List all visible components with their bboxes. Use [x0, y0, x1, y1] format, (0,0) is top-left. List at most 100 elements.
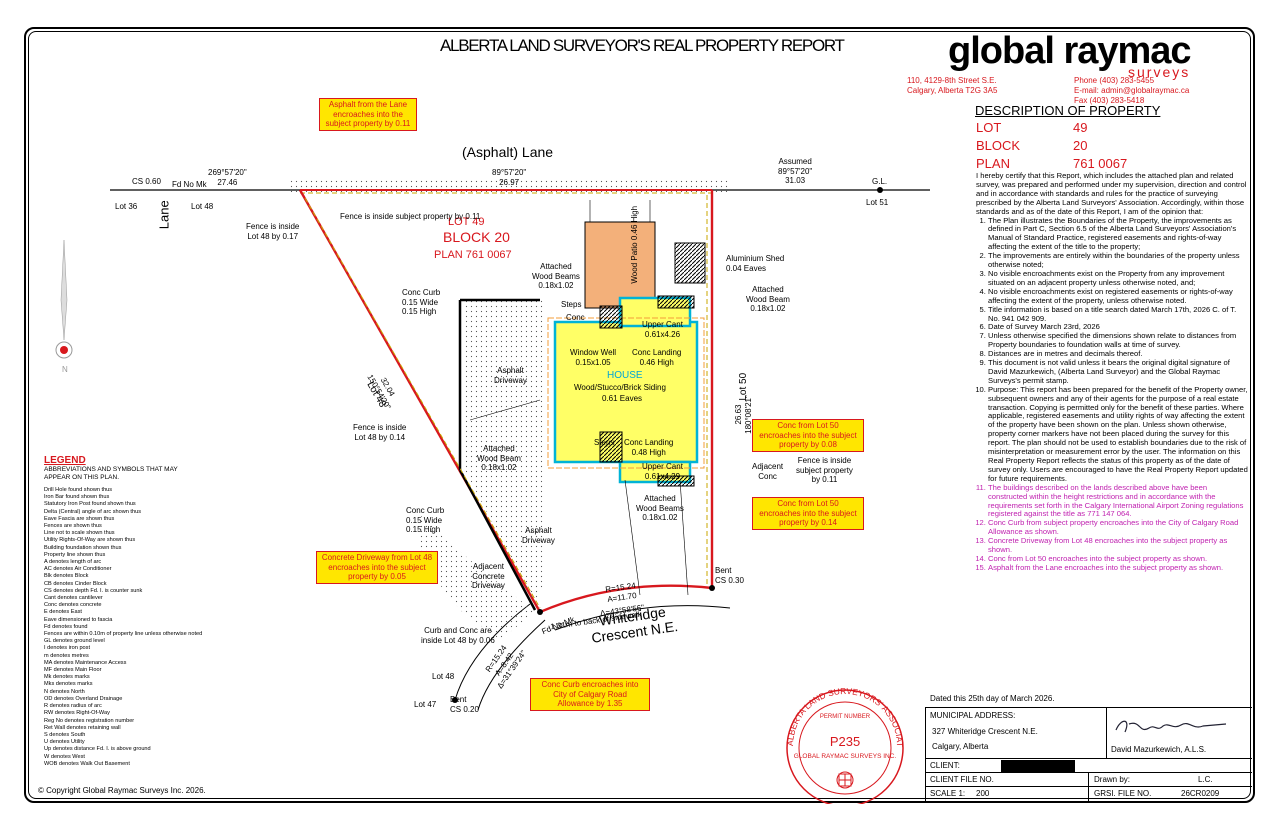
address-line-1: 327 Whiteridge Crescent N.E. [932, 727, 1038, 736]
legend-item: A denotes length of arc [44, 559, 102, 566]
page-frame [24, 27, 1255, 803]
legend-item: Property line shown thus [44, 551, 106, 558]
legend-item: Delta (Central) angle of arc shown thus [44, 508, 142, 515]
company-logo-sub: surveys [1128, 64, 1191, 80]
municipal-label: MUNICIPAL ADDRESS: [930, 711, 1016, 720]
legend-item: Line not to scale shown thus [44, 530, 115, 537]
callout-lot50-b: Conc from Lot 50 encroaches into the sub… [752, 497, 864, 530]
dated-line: Dated this 25th day of March 2026. [930, 694, 1055, 703]
fence-note-2: Fence is inside subject property by 0.11 [340, 212, 481, 221]
callout-lot48: Concrete Driveway from Lot 48 encroaches… [316, 551, 438, 584]
certificate-item: Purpose: This report has been prepared f… [988, 385, 1248, 484]
patio-label: Wood Patio 0.46 High [630, 205, 640, 284]
legend: LEGEND ABBREVIATIONS AND SYMBOLS THAT MA… [44, 455, 284, 768]
legend-item: Mk denotes marks [44, 674, 90, 681]
aluminium-shed [674, 242, 706, 284]
lot49-label: LOT 49 [448, 216, 485, 228]
stamp-number: P235 [830, 734, 860, 749]
report-title: ALBERTA LAND SURVEYOR'S REAL PROPERTY RE… [440, 36, 845, 55]
legend-item: Eave Fascia are shown thus [44, 515, 115, 522]
certificate-item: The Plan illustrates the Boundaries of t… [988, 216, 1248, 253]
certificate-note: Concrete Driveway from Lot 48 encroaches… [988, 536, 1248, 555]
legend-item: WOB denotes Walk Out Basement [44, 760, 130, 767]
gl-label: G.L. [872, 177, 888, 186]
company-address: 110, 4129-8th Street S.E.Calgary, Albert… [907, 76, 998, 95]
legend-item: Up denotes distance Fd. I. is above grou… [44, 746, 151, 753]
client-label: CLIENT: [930, 761, 960, 770]
certificate-item: No visible encroachments exist on the Pr… [988, 269, 1248, 288]
address-line-2: Calgary, Alberta [932, 742, 989, 751]
legend-item: AC denotes Air Conditioner [44, 566, 112, 573]
house-eaves: 0.61 Eaves [602, 394, 643, 403]
legend-item: Cant denotes cantilever [44, 595, 103, 602]
legend-item: Ret Wall denotes retaining wall [44, 724, 121, 731]
grsi-label: GRSI. FILE NO. [1094, 789, 1152, 798]
lane-vertical: Lane [156, 200, 172, 230]
scale-value: 200 [976, 789, 990, 798]
legend-item: MF denotes Main Floor [44, 667, 102, 674]
steps-1: Steps [561, 300, 582, 309]
legend-item: Drill Hole found shown thus [44, 487, 113, 493]
legend-item: S denotes South [44, 731, 86, 738]
legend-item: Utility Rights-Of-Way are shown thus [44, 537, 136, 544]
certificate-note: Conc Curb from subject property encroach… [988, 518, 1248, 537]
certificate-item: Date of Survey March 23rd, 2026 [988, 323, 1248, 332]
callout-lane: Asphalt from the Lane encroaches into th… [319, 98, 417, 131]
scale-label: SCALE 1: [930, 789, 966, 798]
surveyor-name: David Mazurkewich, A.L.S. [1111, 745, 1207, 754]
legend-item: RW denotes Right-Of-Way [44, 710, 110, 717]
fd-no-mk: Fd No Mk [172, 180, 207, 189]
lot-label: LOT [976, 120, 1002, 135]
legend-item: Fences are shown thus [44, 523, 102, 530]
client-file-label: CLIENT FILE NO. [930, 775, 994, 784]
legend-item: CB denotes Cinder Block [44, 580, 107, 587]
callout-lot50-a: Conc from Lot 50 encroaches into the sub… [752, 419, 864, 452]
stamp-company: GLOBAL RAYMAC SURVEYS INC. [794, 753, 897, 760]
front-arc [539, 584, 713, 614]
title-block: MUNICIPAL ADDRESS: 327 Whiteridge Cresce… [925, 707, 1252, 801]
page-frame-inner [28, 31, 1251, 799]
lot47-label: Lot 47 [414, 700, 437, 709]
description-title: DESCRIPTION OF PROPERTY [975, 103, 1161, 118]
block-value: 20 [1073, 138, 1088, 153]
house-label: HOUSE [607, 370, 643, 381]
legend-item: I denotes iron post [44, 645, 91, 652]
legend-item: Statutory Iron Post found shown thus [44, 501, 136, 508]
bearing2: 89°57'20"26.97 [492, 168, 527, 187]
lot51-label: Lot 51 [866, 198, 889, 207]
legend-title: LEGEND [44, 455, 86, 466]
permit-stamp: ALBERTA LAND SURVEYORS' ASSOCIATION PERM… [775, 684, 905, 804]
wood-patio [584, 221, 656, 309]
legend-item: m denotes metres [44, 652, 89, 659]
certificate-item: The improvements are entirely within the… [988, 251, 1248, 270]
callout-road: Conc Curb encroaches into City of Calgar… [530, 678, 650, 711]
stamp-permit: PERMIT NUMBER [820, 714, 871, 720]
grsi-value: 26CR0209 [1181, 789, 1220, 798]
legend-item: E denotes East [44, 609, 82, 616]
company-logo: global raymac [948, 30, 1192, 72]
legend-item: Mks denotes marks [44, 681, 93, 688]
legend-subtitle: ABBREVIATIONS AND SYMBOLS THAT MAY APPEA… [44, 466, 178, 481]
certificate-note: The buildings described on the lands des… [988, 483, 1248, 520]
lot-value: 49 [1073, 120, 1088, 135]
